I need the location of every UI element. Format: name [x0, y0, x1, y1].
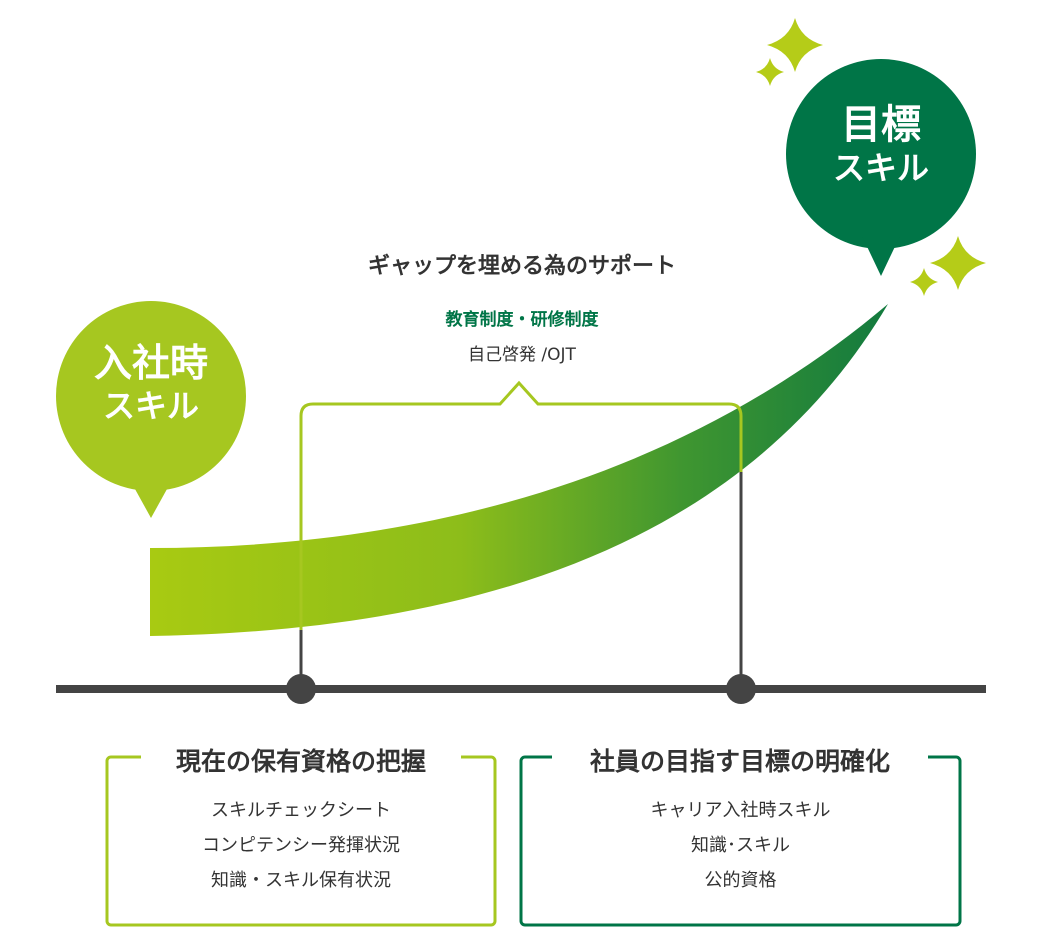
goal-bubble-line1: 目標	[841, 102, 921, 148]
gap-support-secondary: 自己啓発 /OJT	[468, 345, 576, 365]
gap-support-primary: 教育制度・研修制度	[445, 310, 599, 330]
start-skill-bubble	[56, 301, 246, 518]
sparkle-icon	[910, 268, 938, 296]
list-item: 知識・スキル保有状況	[211, 870, 391, 891]
timeline-point-current	[286, 674, 316, 704]
current-qualification-list: スキルチェックシート コンピテンシー発揮状況 知識・スキル保有状況	[107, 793, 495, 898]
gap-bracket	[299, 380, 743, 688]
goal-bubble-line2: スキル	[832, 149, 929, 187]
skill-growth-curve	[150, 304, 888, 636]
sparkle-icon	[767, 18, 823, 72]
goal-clarification-list: キャリア入社時スキル 知識･スキル 公的資格	[521, 793, 960, 898]
timeline-point-goal	[726, 674, 756, 704]
list-item: 公的資格	[704, 870, 777, 891]
list-item: スキルチェックシート	[211, 800, 391, 821]
list-item: キャリア入社時スキル	[650, 800, 831, 821]
goal-bubble-label: 目標 スキル	[786, 102, 976, 187]
start-bubble-line2: スキル	[102, 386, 199, 425]
list-item: 知識･スキル	[691, 835, 790, 856]
current-qualification-title: 現在の保有資格の把握	[141, 742, 461, 778]
start-bubble-label: 入社時 スキル	[56, 341, 246, 425]
sparkle-icon	[930, 236, 986, 290]
gap-support-title: ギャップを埋める為のサポート	[367, 254, 676, 279]
sparkle-icon	[756, 58, 784, 86]
goal-skill-bubble	[786, 59, 976, 276]
start-bubble-line1: 入社時	[93, 341, 208, 385]
goal-clarification-title: 社員の目指す目標の明確化	[552, 742, 928, 778]
list-item: コンピテンシー発揮状況	[202, 835, 400, 856]
